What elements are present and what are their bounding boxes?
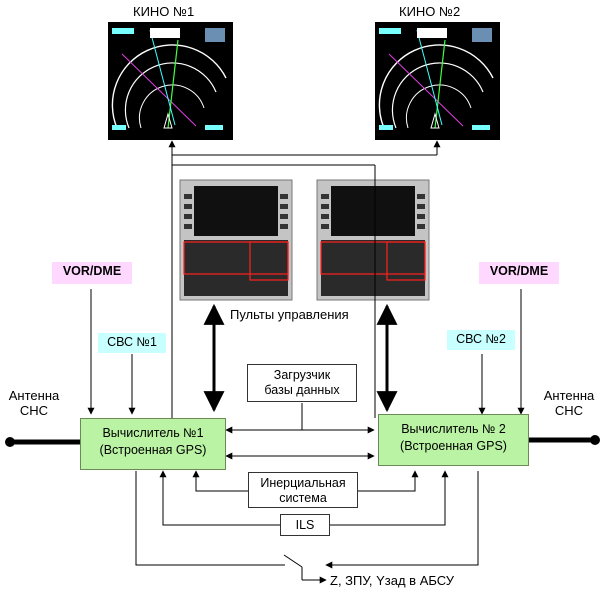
antenna-left-label: Антенна СНС (4, 388, 64, 418)
computer-1-line1: Вычислитель №1 (102, 426, 204, 440)
control-panel-left (179, 179, 293, 301)
database-loader-line1: Загрузчик (273, 368, 331, 382)
antenna-cables (5, 435, 600, 447)
computer-2-line2: (Встроенная GPS) (400, 439, 507, 453)
computer-1-box: Вычислитель №1 (Встроенная GPS) (80, 418, 226, 470)
display-right (375, 22, 500, 140)
computer-1-line2: (Встроенная GPS) (99, 443, 207, 457)
display-left-title: КИНО №1 (133, 4, 195, 19)
antenna-right-connector (590, 435, 600, 445)
database-loader-line2: базы данных (264, 383, 340, 397)
antenna-left-line2: СНС (19, 403, 49, 418)
display-right-title: КИНО №2 (399, 4, 461, 19)
inertial-system-box: Инерциальная система (248, 472, 358, 508)
display-left (108, 22, 233, 140)
computer-2-line1: Вычислитель № 2 (401, 422, 506, 436)
cbc-right-box: СВС №2 (447, 330, 515, 350)
connections (87, 140, 525, 584)
antenna-right-line1: Антенна (543, 388, 595, 403)
vordme-right-box: VOR/DME (479, 262, 559, 284)
output-label: Z, ЗПУ, Yзад в АБСУ (330, 573, 454, 588)
ils-box: ILS (280, 514, 330, 536)
antenna-right-label: Антенна СНС (538, 388, 600, 418)
cbc-left-box: СВС №1 (98, 333, 166, 353)
aircraft-symbol (163, 112, 173, 129)
control-panel-right (316, 179, 430, 301)
antenna-left-connector (5, 437, 15, 447)
inertial-system-line1: Инерциальная (260, 476, 346, 490)
antenna-left-line1: Антенна (8, 388, 60, 403)
control-panels-caption: Пульты управления (230, 307, 349, 322)
aircraft-symbol (430, 112, 440, 129)
panel-links (203, 303, 398, 413)
database-loader-box: Загрузчик базы данных (247, 364, 357, 402)
antenna-right-line2: СНС (554, 403, 584, 418)
vordme-left-box: VOR/DME (52, 262, 132, 284)
inertial-system-line2: система (279, 491, 327, 505)
computer-2-box: Вычислитель № 2 (Встроенная GPS) (378, 414, 529, 466)
